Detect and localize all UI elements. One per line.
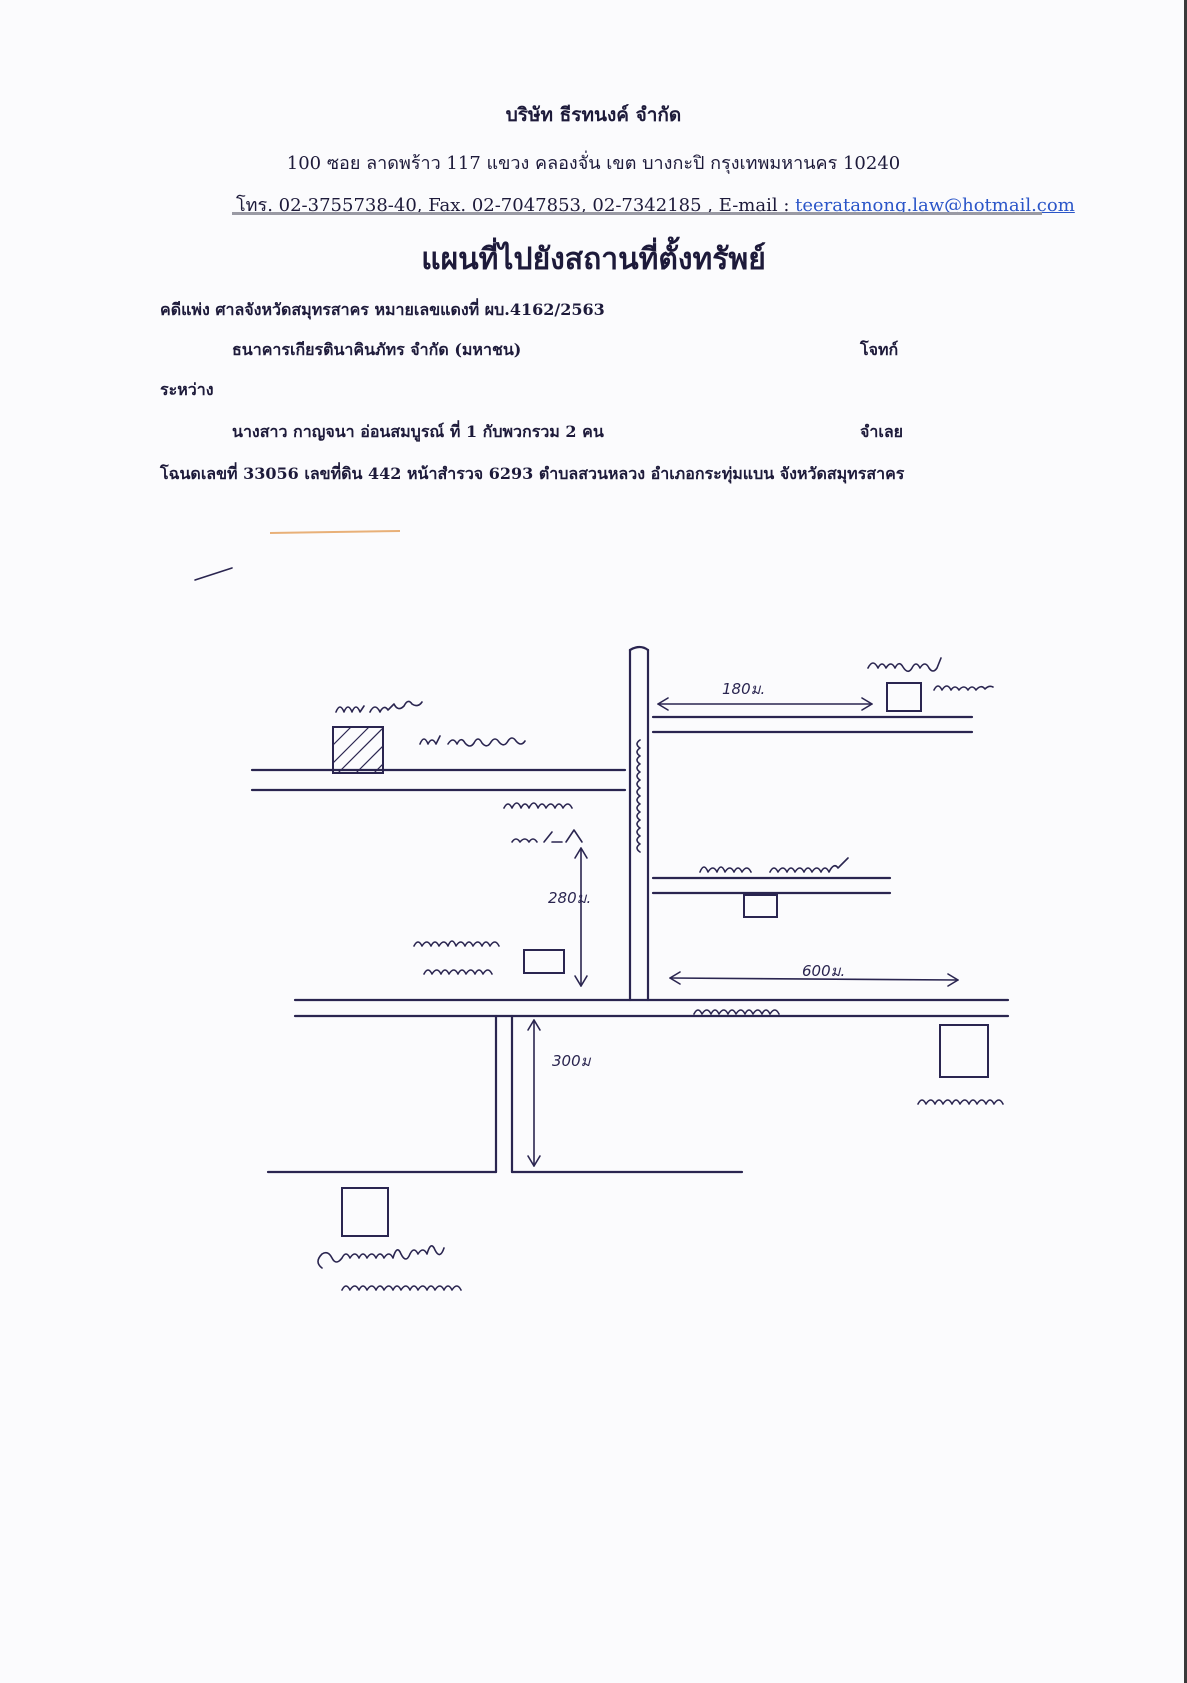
arrow-300m: [527, 1019, 541, 1167]
handwriting-college: [317, 1245, 462, 1291]
property-hatching: [332, 726, 384, 774]
hardware-store-box: [523, 949, 565, 974]
distance-label-280m: 280ม.: [548, 889, 591, 907]
between-label: ระหว่าง: [160, 380, 214, 399]
handwriting-school: [917, 1099, 1004, 1105]
clinic-box: [886, 682, 922, 712]
document-title: แผนที่ไปยังสถานที่ตั้งทรัพย์: [421, 242, 766, 277]
distance-label-300m: 300ม: [552, 1052, 592, 1070]
distance-label-600m: 600ม.: [802, 962, 845, 980]
handwriting-village-right: [699, 857, 849, 873]
scan-edge: [1184, 0, 1187, 1683]
case-line: คดีแพ่ง ศาลจังหวัดสมุทรสาคร หมายเลขแดงที…: [160, 300, 605, 319]
distance-label-180m: 180ม.: [722, 680, 765, 698]
village-box: [743, 894, 778, 918]
defendant-name: นางสาว กาญจนา อ่อนสมบูรณ์ ที่ 1 กับพวกรว…: [232, 422, 604, 441]
college-box: [341, 1187, 389, 1237]
contact-phone-fax: โทร. 02-3755738-40, Fax. 02-7047853, 02-…: [236, 195, 796, 216]
defendant-role: จำเลย: [860, 422, 904, 441]
handwriting-hardware-store: [413, 940, 500, 975]
email-link[interactable]: teeratanong.law@hotmail.com: [795, 195, 1075, 216]
deed-line: โฉนดเลขที่ 33056 เลขที่ดิน 442 หน้าสำรวจ…: [160, 464, 905, 483]
arrow-280m: [574, 847, 588, 987]
handwriting-main-road-name: [693, 1009, 780, 1015]
handwriting-clinic: [867, 657, 994, 691]
scan-mark: [269, 530, 401, 534]
company-address: 100 ซอย ลาดพร้าว 117 แขวง คลองจั่น เขต บ…: [286, 153, 901, 174]
property-marker: [332, 726, 384, 774]
company-name: บริษัท ธีรทนงค์ จำกัด: [505, 104, 682, 126]
handwriting-road-vertical: [636, 739, 641, 853]
scan-mark: [194, 567, 233, 581]
plaintiff-name: ธนาคารเกียรตินาคินภัทร จำกัด (มหาชน): [232, 340, 522, 359]
arrow-600m: [669, 971, 959, 987]
plaintiff-role: โจทก์: [860, 340, 899, 359]
road-main-top: [628, 645, 650, 652]
handwriting-property-address: [335, 700, 526, 747]
arrow-180m: [657, 697, 873, 711]
school-box: [939, 1024, 989, 1078]
handwriting-village-soi: [503, 802, 583, 843]
letterhead-divider: [232, 212, 1042, 215]
company-contact: โทร. 02-3755738-40, Fax. 02-7047853, 02-…: [236, 190, 1075, 219]
